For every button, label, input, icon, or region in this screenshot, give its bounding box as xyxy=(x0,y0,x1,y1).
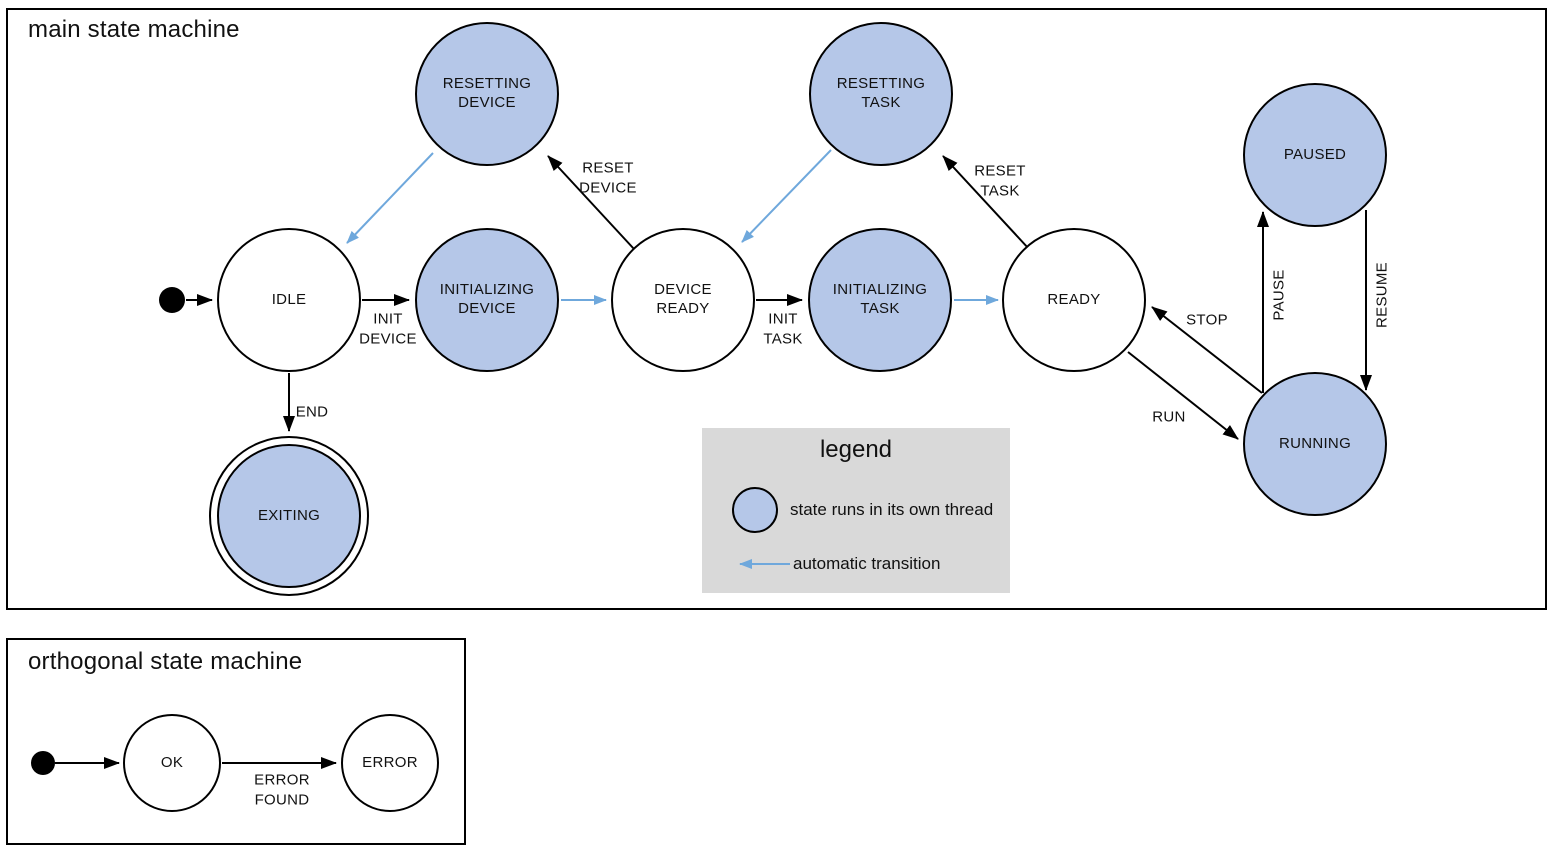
legend-auto-note: automatic transition xyxy=(793,554,941,573)
legend-box: legend state runs in its own thread auto… xyxy=(702,428,1010,593)
transition-label-reset-device: RESET DEVICE xyxy=(579,159,637,197)
legend-threaded-state-swatch xyxy=(732,487,778,533)
state-idle: IDLE xyxy=(217,228,361,372)
transition-label-end: END xyxy=(295,403,329,421)
state-ready: READY xyxy=(1002,228,1146,372)
state-paused: PAUSED xyxy=(1243,83,1387,227)
main-panel-title: main state machine xyxy=(28,16,240,43)
legend-thread-note: state runs in its own thread xyxy=(790,500,994,519)
state-running: RUNNING xyxy=(1243,372,1387,516)
transition-label-error-found: ERROR FOUND xyxy=(254,771,310,809)
state-error: ERROR xyxy=(341,714,439,812)
state-resetting-task: RESETTING TASK xyxy=(809,22,953,166)
state-resetting-device: RESETTING DEVICE xyxy=(415,22,559,166)
state-initializing-task: INITIALIZING TASK xyxy=(808,228,952,372)
transition-label-resume: RESUME xyxy=(1373,262,1391,328)
state-initializing-device: INITIALIZING DEVICE xyxy=(415,228,559,372)
transition-label-reset-task: RESET TASK xyxy=(974,162,1026,200)
transition-label-stop: STOP xyxy=(1186,311,1228,329)
state-exiting-final-ring: EXITING xyxy=(209,436,369,596)
transition-label-init-task: INIT TASK xyxy=(763,310,803,348)
transition-label-init-device: INIT DEVICE xyxy=(359,310,417,348)
state-ok: OK xyxy=(123,714,221,812)
transition-label-pause: PAUSE xyxy=(1270,269,1288,321)
orthogonal-panel-title: orthogonal state machine xyxy=(28,648,303,675)
transition-label-run: RUN xyxy=(1152,408,1186,426)
legend-title: legend xyxy=(819,436,893,463)
state-device-ready: DEVICE READY xyxy=(611,228,755,372)
state-exiting: EXITING xyxy=(217,444,361,588)
